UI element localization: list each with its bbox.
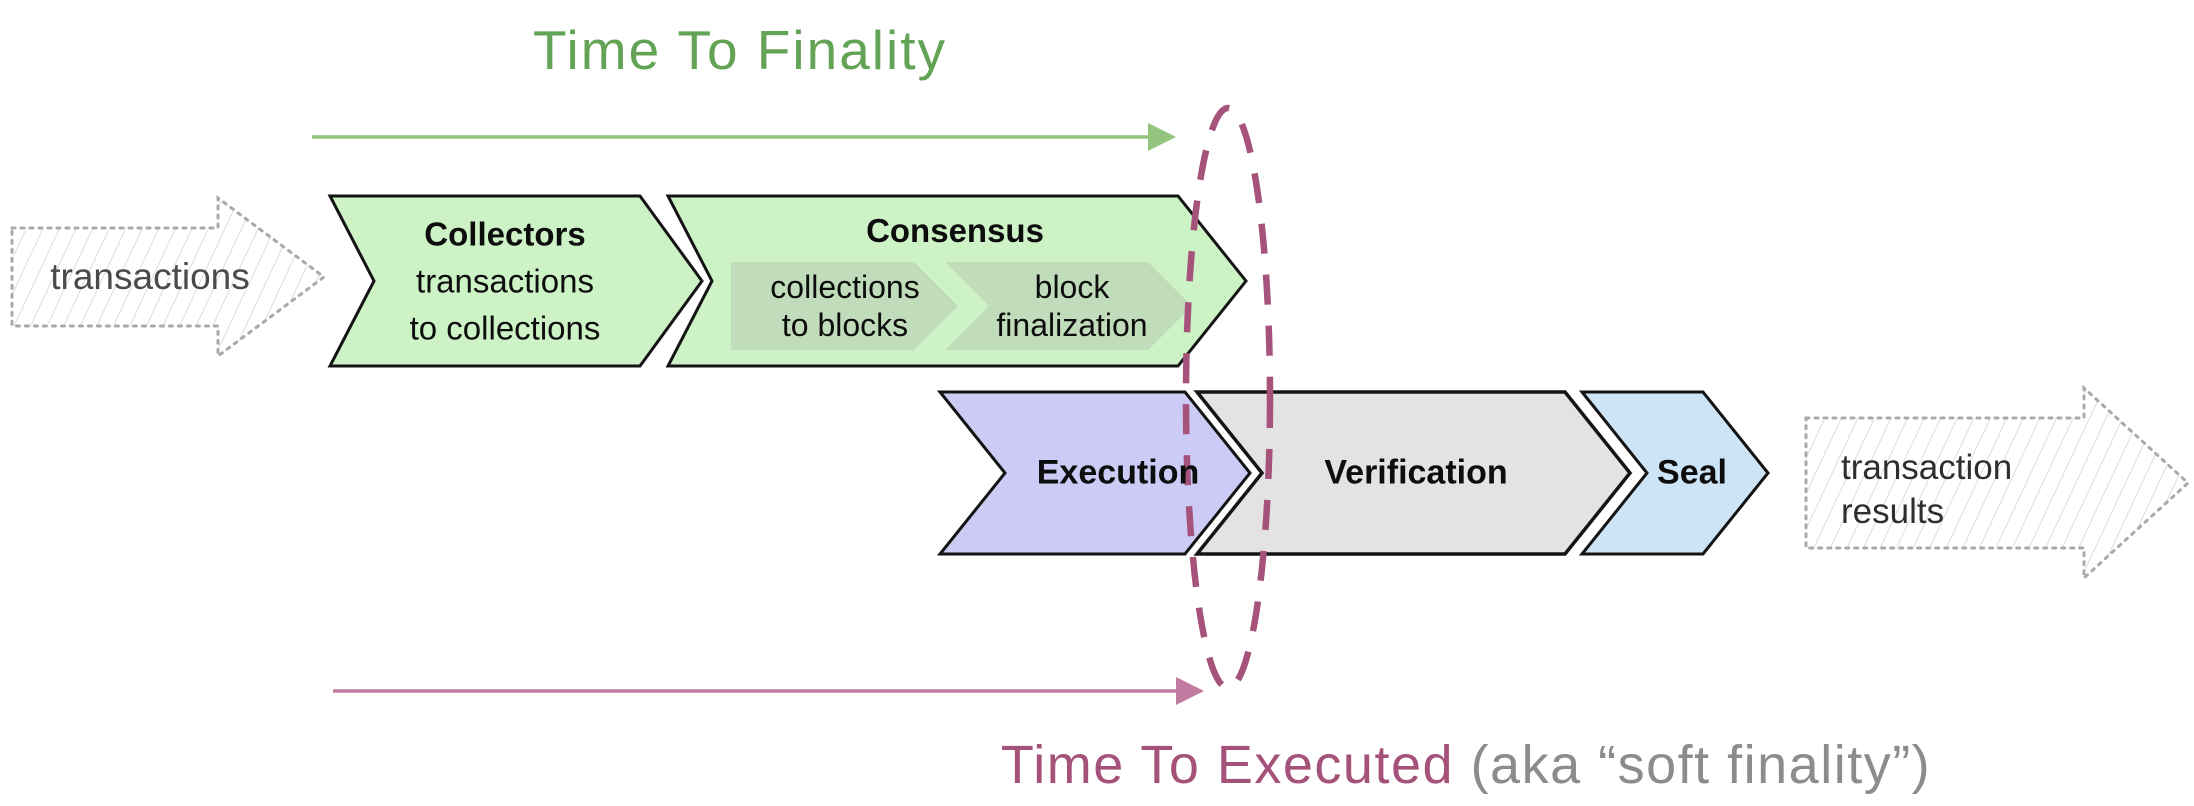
time-to-executed-arrowhead-icon <box>1176 677 1204 705</box>
execution-chevron <box>936 390 1252 556</box>
time-to-finality-title: Time To Finality <box>532 19 948 81</box>
verification-chevron <box>1193 390 1633 556</box>
time-to-executed-title: Time To Executed (aka “soft finality”) <box>1001 734 1931 796</box>
execution-label: Execution <box>1036 453 1200 492</box>
collectors-title: Collectors <box>424 215 586 253</box>
soft-finality-boundary-ellipse <box>1182 104 1274 692</box>
collectors-chevron <box>327 194 704 368</box>
transactions-input-label: transactions <box>50 256 250 297</box>
time-to-executed-title-secondary: (aka “soft finality”) <box>1470 735 1932 795</box>
block-finalization-line2: finalization <box>996 307 1148 343</box>
time-to-finality-arrow <box>312 123 1176 151</box>
collections-to-blocks-line2: to blocks <box>781 307 909 343</box>
seal-chevron <box>1578 390 1770 556</box>
transactions-input-arrow-icon <box>10 195 327 359</box>
transaction-results-line1: transaction <box>1841 448 2013 487</box>
verification-label: Verification <box>1324 453 1508 492</box>
collectors-label-block: Collectors transactions to collections <box>410 211 601 352</box>
collections-to-blocks-label: collections to blocks <box>770 268 919 344</box>
time-to-executed-title-primary: Time To Executed <box>1000 735 1455 795</box>
transaction-results-output-arrow-icon <box>1804 384 2191 582</box>
collections-to-blocks-chevron <box>731 262 958 350</box>
block-finalization-line1: block <box>1034 269 1110 305</box>
seal-label: Seal <box>1657 453 1727 492</box>
block-finalization-chevron <box>945 262 1192 350</box>
time-to-executed-arrow <box>333 677 1204 705</box>
collectors-line1: transactions <box>416 262 594 300</box>
collections-to-blocks-line1: collections <box>770 269 920 305</box>
transaction-results-output-label: transaction results <box>1841 446 2012 534</box>
block-finalization-label: block finalization <box>996 268 1147 344</box>
transaction-results-line2: results <box>1841 492 1945 531</box>
collectors-line2: to collections <box>409 309 601 347</box>
consensus-title: Consensus <box>866 212 1044 249</box>
time-to-finality-arrowhead-icon <box>1148 123 1176 151</box>
